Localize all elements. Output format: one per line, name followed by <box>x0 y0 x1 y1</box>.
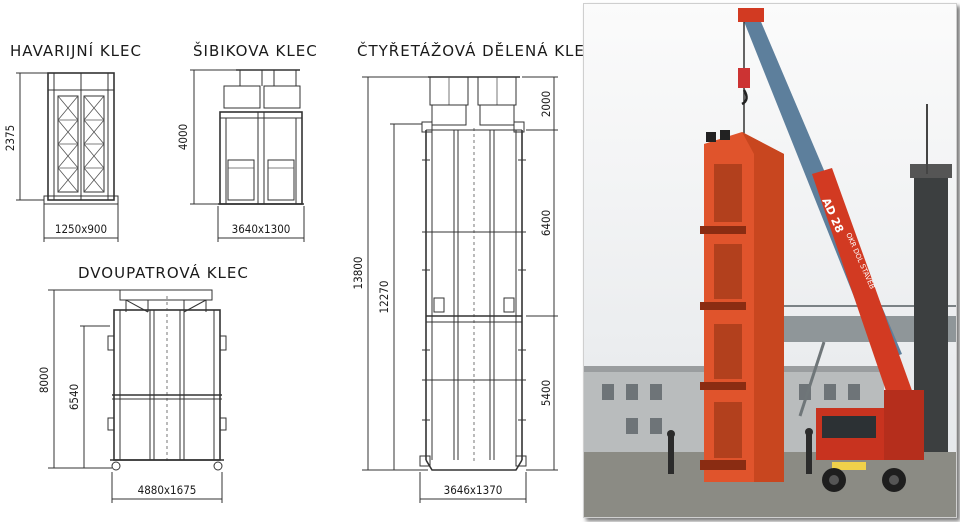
havarijni-klec-title: HAVARIJNÍ KLEC <box>10 41 142 60</box>
hook-block <box>738 68 750 88</box>
ctyretazova-klec-drawing: ČTYŘETÁŽOVÁ DĚLENÁ KLEC 13 <box>351 41 583 503</box>
crane-lifting-cage-photo: AD 28 OKR DOL STAVEB <box>583 3 957 518</box>
worker <box>806 434 812 474</box>
ctyretazova-mid-segment-label: 6400 <box>539 210 553 236</box>
ctyretazova-low-segment-label: 5400 <box>539 380 553 406</box>
sibikova-klec-title: ŠIBIKOVA KLEC <box>193 41 318 60</box>
ctyretazova-klec-title: ČTYŘETÁŽOVÁ DĚLENÁ KLEC <box>357 41 583 60</box>
dvoupatrova-total-height-label: 8000 <box>37 367 51 393</box>
worker <box>668 436 674 474</box>
lattice-door-left <box>57 95 79 193</box>
dvoupatrova-klec-drawing: DVOUPATROVÁ KLEC 8000 6540 4880x1 <box>37 263 249 503</box>
sibikova-height-label: 4000 <box>176 124 190 150</box>
havarijni-klec-drawing: HAVARIJNÍ KLEC 2375 1250x900 <box>3 41 142 242</box>
crane-boom-lower <box>812 168 924 432</box>
lattice-door-right <box>83 95 105 193</box>
technical-drawing: HAVARIJNÍ KLEC 2375 1250x900 ŠI <box>3 41 583 503</box>
crane-truck <box>816 390 924 492</box>
ctyretazova-total-height-label: 13800 <box>351 257 365 290</box>
dvoupatrova-footprint-label: 4880x1675 <box>138 483 197 497</box>
hook-icon <box>741 89 748 106</box>
photo-illustration: AD 28 OKR DOL STAVEB <box>584 4 956 517</box>
ctyretazova-top-segment-label: 2000 <box>539 91 553 117</box>
sibikova-footprint-label: 3640x1300 <box>232 222 291 236</box>
ctyretazova-footprint-label: 3646x1370 <box>444 483 503 497</box>
dvoupatrova-klec-title: DVOUPATROVÁ KLEC <box>78 263 249 282</box>
havarijni-footprint-label: 1250x900 <box>55 222 107 236</box>
sibikova-klec-drawing: ŠIBIKOVA KLEC 4000 3640x1300 <box>176 41 318 242</box>
havarijni-height-label: 2375 <box>3 125 17 151</box>
dvoupatrova-inner-height-label: 6540 <box>67 384 81 410</box>
ctyretazova-body-height-label: 12270 <box>377 281 391 314</box>
